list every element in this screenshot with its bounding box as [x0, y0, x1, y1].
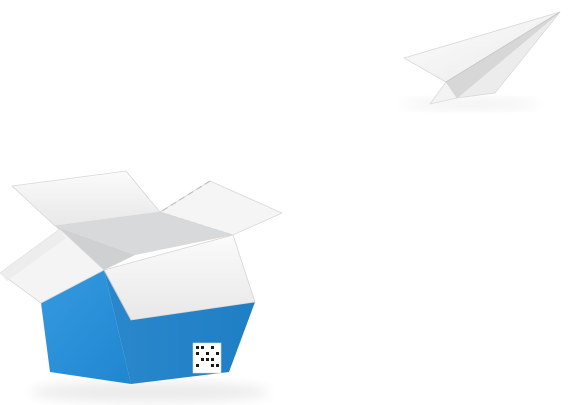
qr-label-icon [192, 342, 222, 374]
paper-plane-icon [400, 11, 561, 110]
open-box-icon [0, 170, 283, 402]
